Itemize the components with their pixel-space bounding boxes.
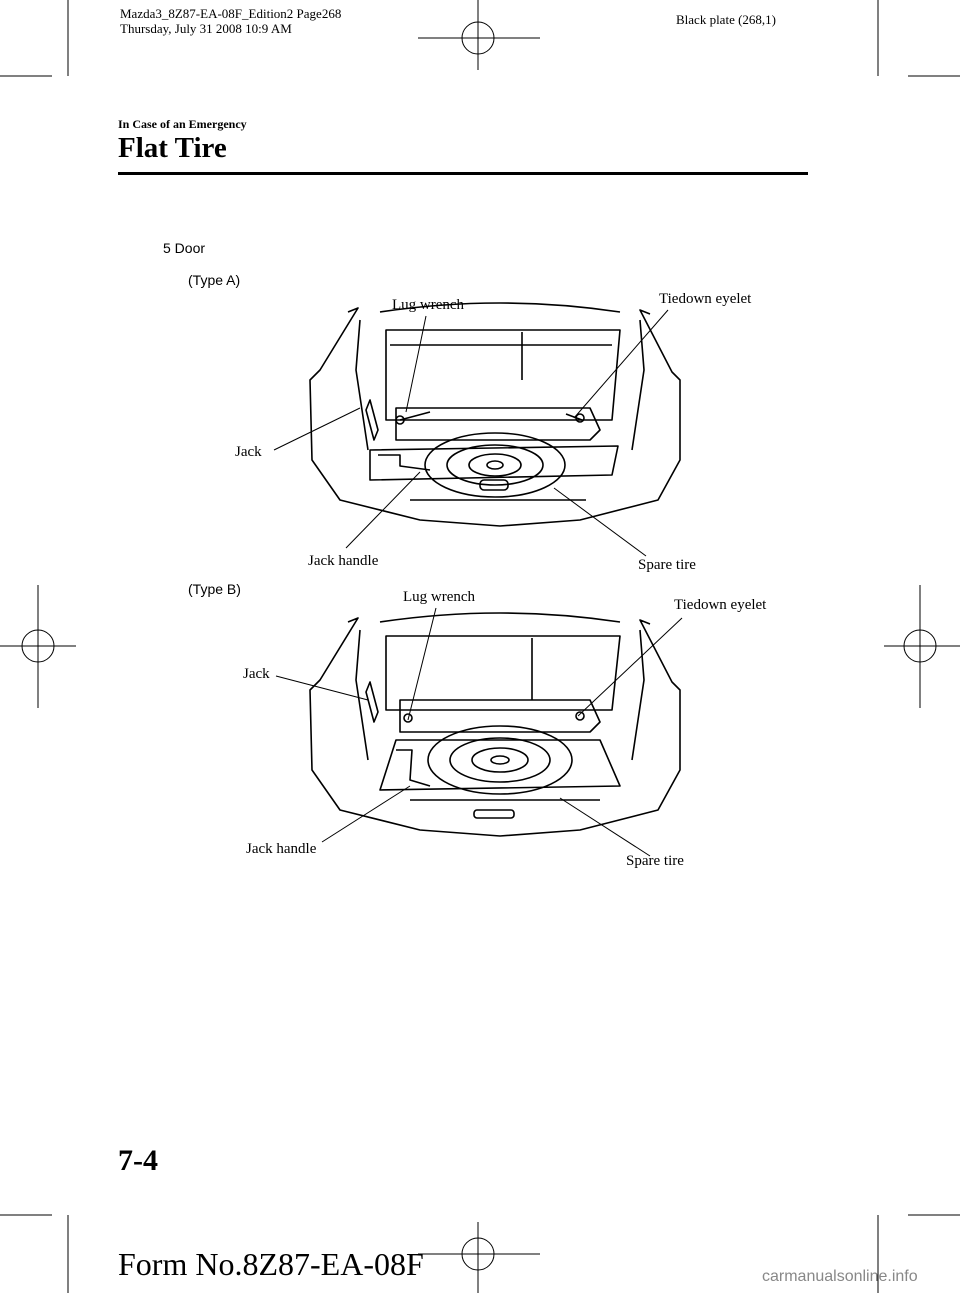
figure-b-tiedown-eyelet-label: Tiedown eyelet [674,597,767,613]
print-job-line1: Mazda3_8Z87-EA-08F_Edition2 Page268 [120,6,342,21]
page-number: 7-4 [118,1144,158,1177]
figure-b-jack-label: Jack [243,666,270,682]
section-heading: In Case of an Emergency [118,117,247,131]
figure-b-lug-wrench-label: Lug wrench [403,589,476,605]
figure-b-cargo-illustration [309,612,681,837]
figure-a-spare-tire-label: Spare tire [638,557,696,573]
plate-label: Black plate (268,1) [676,12,776,27]
figure-b-spare-tire-label: Spare tire [626,853,684,869]
subsection-heading: 5 Door [163,240,206,256]
figure-a-type-label: (Type A) [188,272,241,288]
title-rule [118,172,808,175]
page-title: Flat Tire [118,132,227,164]
figure-a-jack-handle-label: Jack handle [308,553,379,569]
figure-a-lug-wrench-label: Lug wrench [392,297,465,313]
form-number: Form No.8Z87-EA-08F [118,1246,424,1282]
watermark-link[interactable]: carmanualsonline.info [762,1268,918,1285]
figure-a-jack-label: Jack [235,444,262,460]
figure-a-tiedown-eyelet-label: Tiedown eyelet [659,291,752,307]
figure-a-cargo-illustration [309,302,681,527]
figure-b-jack-handle-label: Jack handle [246,841,317,857]
print-job-line2: Thursday, July 31 2008 10:9 AM [120,21,292,36]
figure-b-type-label: (Type B) [188,581,241,597]
